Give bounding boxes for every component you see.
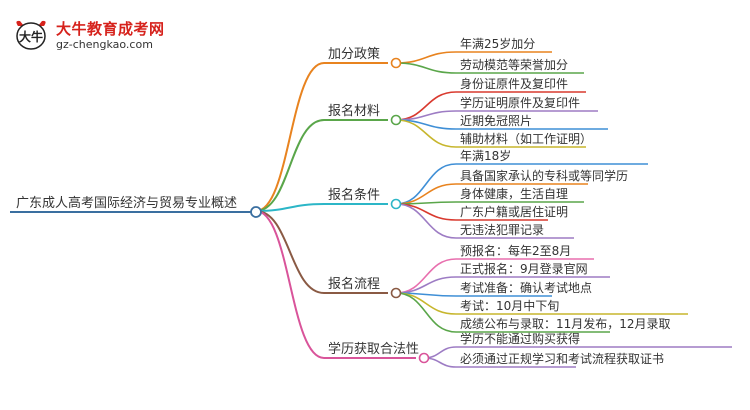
child-connector [395,203,457,221]
child-label: 成绩公布与录取：11月发布，12月录取 [460,316,671,331]
child-connector [395,51,457,64]
child-connector [395,183,457,205]
child-label: 身体健康，生活自理 [460,186,568,201]
child-label: 必须通过正规学习和考试流程获取证书 [460,351,664,366]
branch-node-circle [390,198,402,210]
child-connector [395,292,457,333]
branch-node-circle [390,287,402,299]
child-label: 考试准备：确认考试地点 [460,280,592,295]
site-logo[interactable]: 大牛 大牛教育成考网 gz-chengkao.com [12,16,182,56]
branch-label: 报名材料 [328,103,380,119]
branch-label: 报名条件 [328,187,380,203]
branch-connector [255,203,325,212]
bull-mascot-icon: 大牛 [16,20,46,50]
branch-label: 加分政策 [328,46,380,62]
root-node-circle [250,206,262,218]
site-url: gz-chengkao.com [56,38,153,51]
branch-connector [255,210,325,359]
child-label: 辅助材料（如工作证明） [460,131,592,146]
child-connector [395,258,457,294]
child-label: 学历证明原件及复印件 [460,95,580,110]
child-connector [395,119,457,148]
child-label: 年满25岁加分 [460,36,535,51]
child-label: 预报名：每年2至8月 [460,243,571,258]
child-connector [395,203,457,239]
svg-text:大牛: 大牛 [19,29,43,44]
child-connector [395,276,457,294]
child-label: 近期免冠照片 [460,113,532,128]
branch-label: 报名流程 [328,276,380,292]
site-title: 大牛教育成考网 [56,20,165,38]
child-label: 学历不能通过购买获得 [460,331,580,346]
branch-connector [255,119,325,212]
root-label: 广东成人高考国际经济与贸易专业概述 [16,195,237,211]
branch-connector [255,210,325,294]
child-label: 具备国家承认的专科或等同学历 [460,168,628,183]
child-label: 广东户籍或居住证明 [460,204,568,219]
child-label: 身份证原件及复印件 [460,76,568,91]
child-connector [395,62,457,74]
child-label: 劳动模范等荣誉加分 [460,58,568,72]
branch-node-circle [390,114,402,126]
branch-connector [255,62,325,212]
child-label: 考试：10月中下旬 [460,298,559,313]
branch-node-circle [390,57,402,69]
child-label: 正式报名：9月登录官网 [460,261,588,276]
branch-label: 学历获取合法性 [328,341,419,357]
child-label: 无违法犯罪记录 [460,223,544,237]
child-label: 年满18岁 [460,148,511,163]
branch-node-circle [418,352,430,364]
